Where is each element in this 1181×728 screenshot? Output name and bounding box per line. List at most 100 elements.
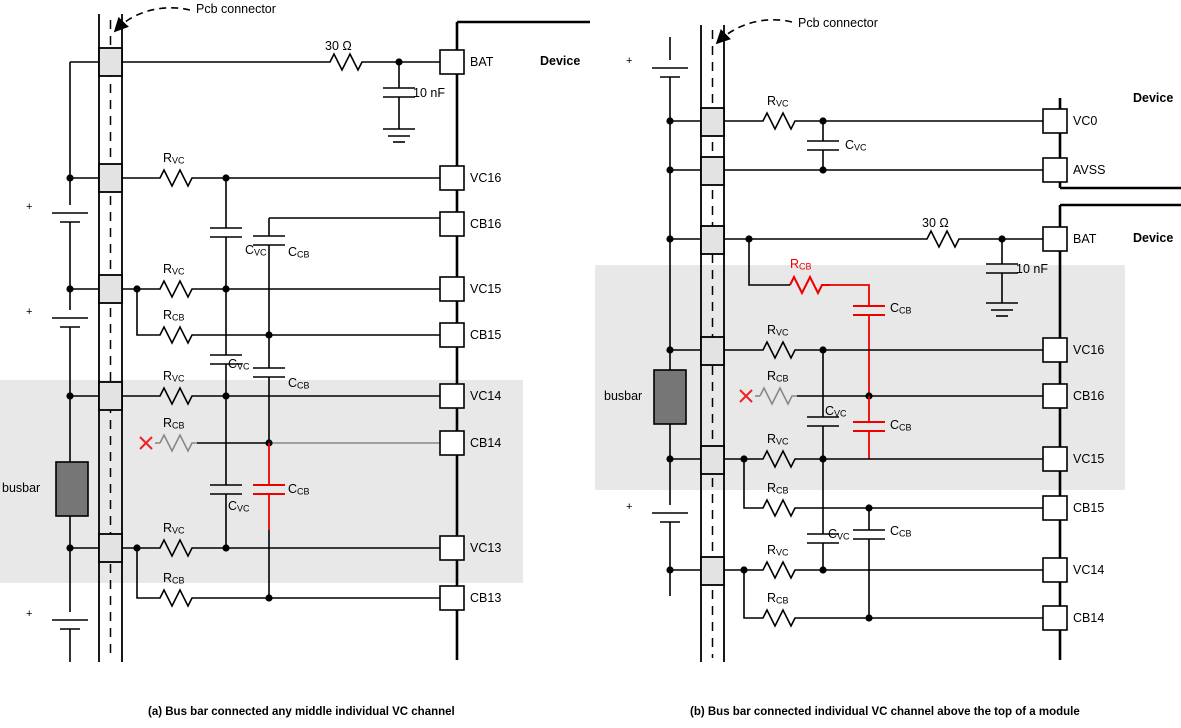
panel-b-cb14-branch — [743, 570, 758, 619]
panel-b-device-label-top: Device — [1133, 91, 1174, 105]
panel-b-termlabel-CB15: CB15 — [1073, 501, 1105, 515]
panel-a-terminal-VC14[interactable] — [439, 383, 465, 409]
panel-a-termlabel-CB16: CB16 — [470, 217, 502, 231]
panel-a-label-rcb-cb14-sub: CB — [172, 420, 185, 431]
panel-a-terminal-CB13[interactable] — [439, 585, 465, 611]
panel-b-connector-pin-vc14 — [700, 556, 725, 586]
panel-a-label-cvc-3-main: C — [228, 499, 238, 513]
caption-a: (a) Bus bar connected any middle individ… — [148, 706, 455, 718]
panel-a-label-rvc-vc15: RVC — [163, 263, 185, 277]
panel-b-label-rcb-cb16: RCB — [767, 370, 789, 384]
panel-a-label-rvc-vc13-main: R — [163, 521, 173, 535]
panel-a-terminal-BAT[interactable] — [439, 49, 465, 75]
panel-b-label-rcb-cb16-sub: CB — [776, 373, 789, 384]
panel-b-termlabel-AVSS: AVSS — [1073, 163, 1106, 177]
panel-b-label-rcb-cb14: RCB — [767, 592, 789, 606]
panel-b-label-rcb-top-main: R — [790, 257, 800, 271]
panel-a-label-ccb-3-main: C — [288, 482, 298, 496]
panel-b-terminal-VC0[interactable] — [1042, 108, 1068, 134]
panel-b-terminal-CB14[interactable] — [1042, 605, 1068, 631]
panel-a-cell-plus-3: + — [26, 608, 33, 620]
panel-b-label-ccb-top-main: C — [890, 301, 900, 315]
panel-a-label-cvc-2: CVC — [228, 358, 250, 372]
panel-b-label-ccb-2-main: C — [890, 418, 900, 432]
panel-a-label-rvc-vc16-main: R — [163, 151, 173, 165]
panel-b-label-ccb-3-main: C — [890, 524, 900, 538]
panel-a-group — [0, 7, 590, 662]
panel-a-terminal-VC13[interactable] — [439, 535, 465, 561]
panel-b-resistor-rvc-vc0 — [758, 111, 800, 131]
panel-a-vc13-cvc-junction — [222, 544, 230, 552]
panel-a-label-rvc-vc13-sub: VC — [172, 525, 185, 536]
panel-b-terminal-CB16[interactable] — [1042, 383, 1068, 409]
panel-a-30ohm-label: 30 Ω — [325, 39, 352, 53]
panel-b-resistor-rvc-vc16 — [758, 340, 800, 360]
panel-b-label-cvc-0-sub: VC — [854, 142, 867, 153]
panel-b-resistor-30ohm — [922, 229, 964, 249]
panel-a-terminal-VC15[interactable] — [439, 276, 465, 302]
panel-b-vc14-cvc-junction — [819, 566, 827, 574]
panel-a-terminal-VC16[interactable] — [439, 165, 465, 191]
panel-a-termlabel-BAT: BAT — [470, 55, 494, 69]
panel-b-cell-plus-1: + — [626, 55, 633, 67]
panel-a-label-rcb-cb15-main: R — [163, 308, 173, 322]
panel-b-cb14-junction — [865, 614, 873, 622]
panel-a-label-ccb-3-sub: CB — [297, 486, 310, 497]
panel-a-resistor-rvc-vc14 — [155, 386, 197, 406]
panel-b-junction-avss — [666, 166, 674, 174]
panel-b-termlabel-CB16: CB16 — [1073, 389, 1105, 403]
panel-b-label-rvc-vc15: RVC — [767, 433, 789, 447]
panel-a-label-rcb-cb15: RCB — [163, 309, 185, 323]
panel-b-terminal-AVSS[interactable] — [1042, 157, 1068, 183]
panel-b-label-rcb-cb15-sub: CB — [776, 485, 789, 496]
panel-a-label-ccb-3: CCB — [288, 483, 310, 497]
panel-b-terminal-VC15[interactable] — [1042, 446, 1068, 472]
panel-b-label-rcb-top-sub: CB — [799, 261, 812, 272]
panel-b-label-rvc-vc14-sub: VC — [776, 547, 789, 558]
panel-a-busbar-label: busbar — [2, 481, 41, 495]
panel-b-label-cvc-1-main: C — [825, 404, 835, 418]
panel-a-cb15-branch — [136, 289, 155, 336]
panel-a-terminal-CB16[interactable] — [439, 211, 465, 237]
panel-a-label-rvc-vc14-sub: VC — [172, 373, 185, 384]
panel-b-junction-bat — [666, 235, 674, 243]
panel-b-label-rvc-vc15-main: R — [767, 432, 777, 446]
panel-a-resistor-30ohm — [325, 52, 367, 72]
panel-b-label-rcb-top: RCB — [790, 258, 812, 272]
panel-b-resistor-rcb-cb16-disabled — [759, 386, 797, 406]
panel-b-pcb-connector-label: Pcb connector — [798, 16, 878, 30]
panel-a-terminal-CB15[interactable] — [439, 322, 465, 348]
panel-b-connector-pin-bat — [700, 225, 725, 255]
panel-b-busbar-label: busbar — [604, 389, 643, 403]
panel-b-resistor-rvc-vc15 — [758, 449, 800, 469]
panel-b-rcb-top-branch — [748, 239, 758, 286]
panel-b-30ohm-label: 30 Ω — [922, 216, 949, 230]
panel-a-connector-pin-vc13 — [98, 533, 123, 563]
panel-a-label-rcb-cb13-sub: CB — [172, 575, 185, 586]
panel-b-terminal-VC14[interactable] — [1042, 557, 1068, 583]
panel-a-termlabel-VC14: VC14 — [470, 389, 502, 403]
panel-a-resistor-rvc-vc13 — [155, 538, 197, 558]
panel-b-terminal-VC16[interactable] — [1042, 337, 1068, 363]
panel-a-device-label: Device — [540, 54, 581, 68]
panel-a-label-rvc-vc13: RVC — [163, 522, 185, 536]
panel-b-junction-vc15 — [666, 455, 674, 463]
panel-b-termlabel-VC16: VC16 — [1073, 343, 1105, 357]
panel-b-junction-vc16 — [666, 346, 674, 354]
panel-b-connector-pin-avss — [700, 156, 725, 186]
panel-b-label-cvc-2-sub: VC — [837, 531, 850, 542]
panel-b-label-rvc-vc0-sub: VC — [776, 98, 789, 109]
panel-b-terminal-CB15[interactable] — [1042, 495, 1068, 521]
panel-b-avss-junction — [819, 166, 827, 174]
panel-a-resistor-rvc-vc16 — [155, 168, 197, 188]
panel-b-cb15-branch — [743, 459, 758, 509]
panel-b-termlabel-VC0: VC0 — [1073, 114, 1098, 128]
panel-b-x-mark-cb16 — [739, 389, 753, 403]
panel-b-device-label-bat: Device — [1133, 231, 1174, 245]
panel-b-label-ccb-2-sub: CB — [899, 422, 912, 433]
panel-a-terminal-CB14[interactable] — [439, 430, 465, 456]
panel-b-terminal-BAT[interactable] — [1042, 226, 1068, 252]
panel-a-label-cvc-3-sub: VC — [237, 503, 250, 514]
panel-a-resistor-rcb-cb13 — [155, 588, 197, 608]
panel-b-label-rvc-vc16-sub: VC — [776, 327, 789, 338]
